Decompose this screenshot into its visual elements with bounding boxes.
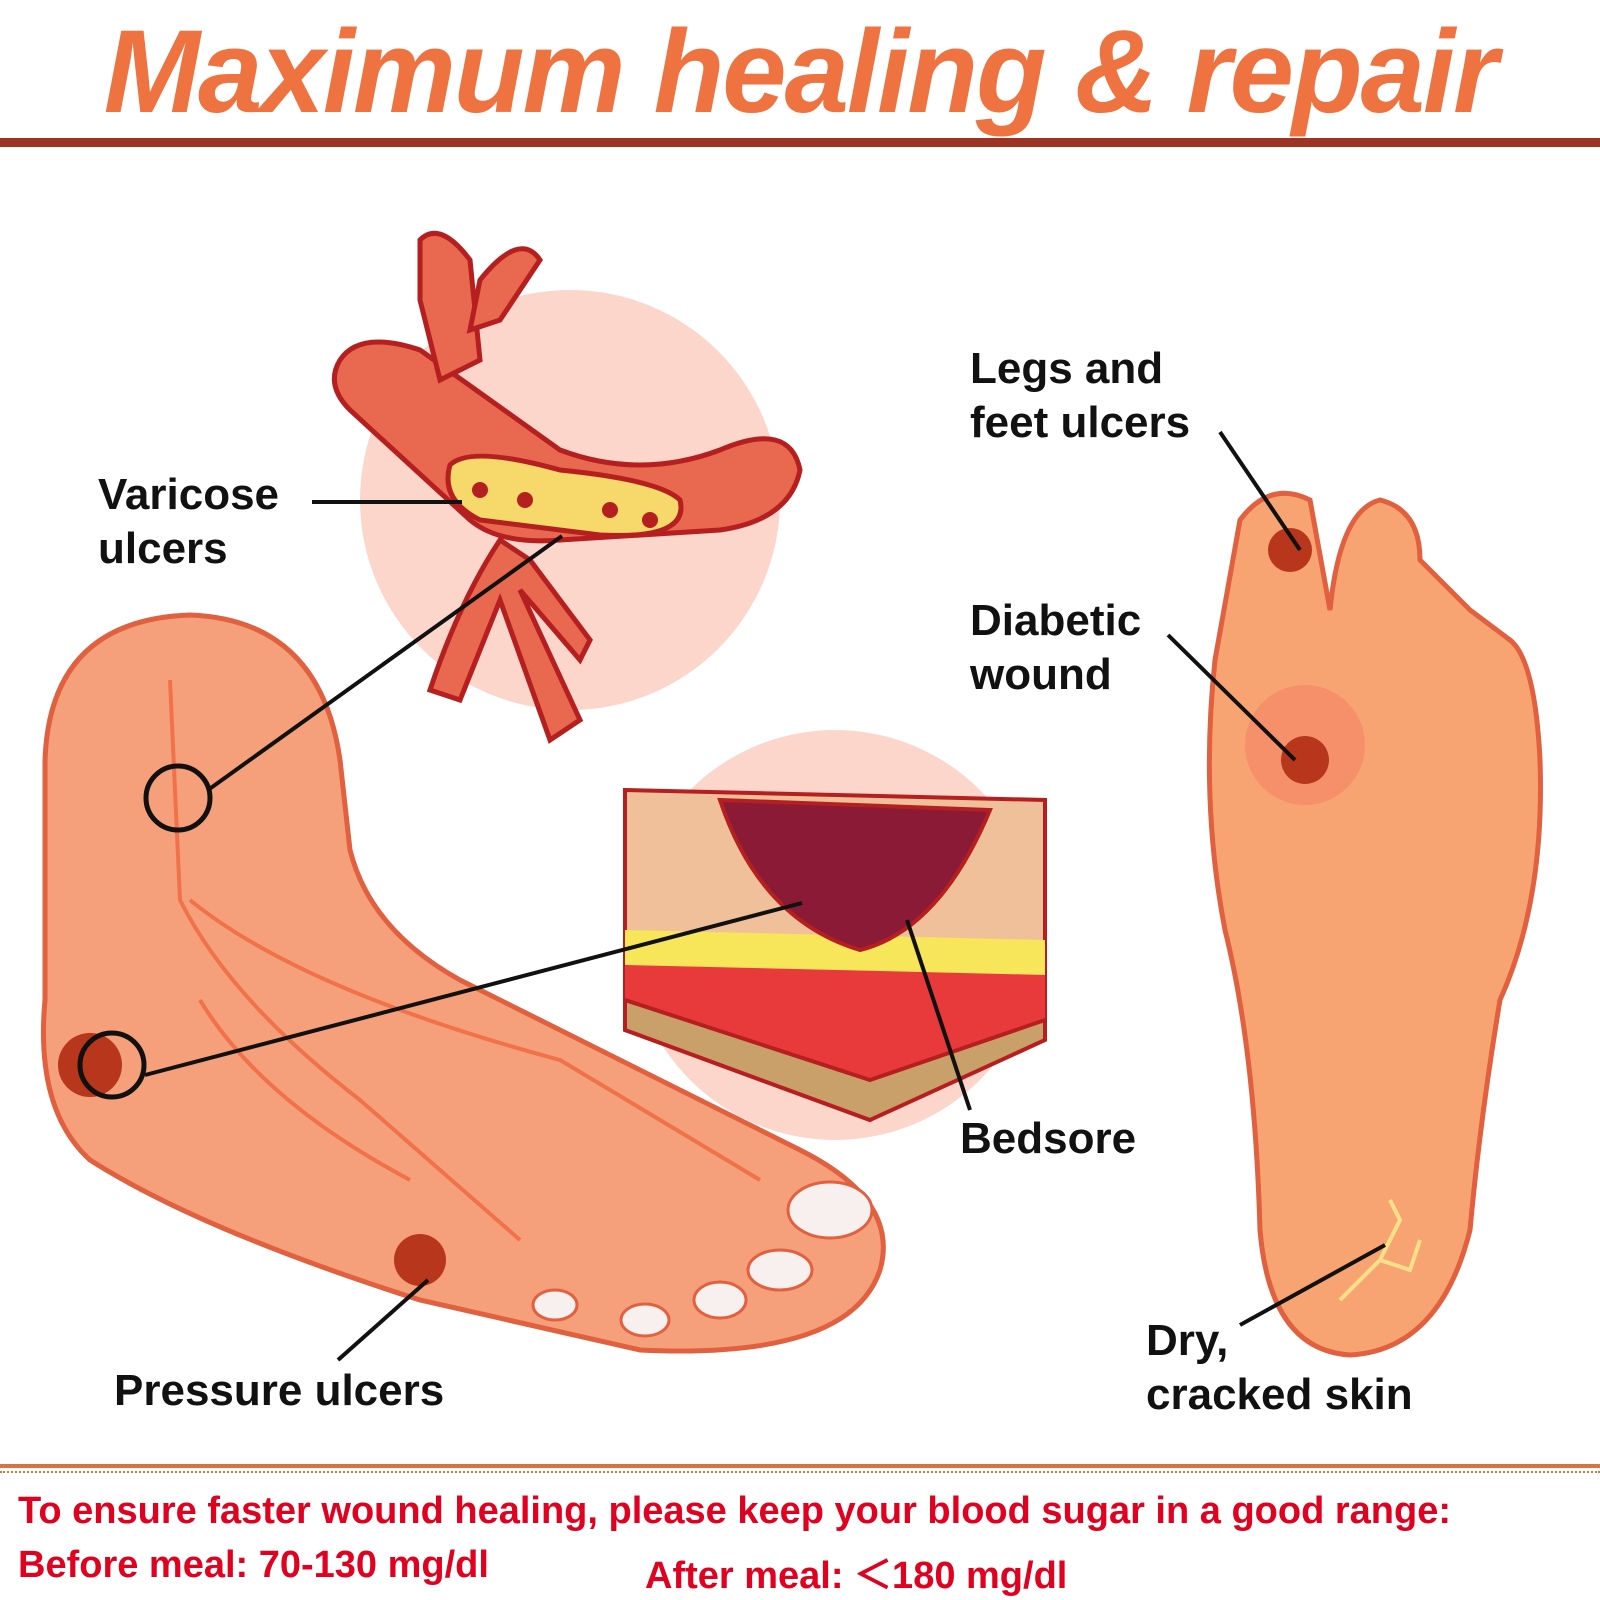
label-bedsore: Bedsore (960, 1114, 1137, 1163)
varicose-marker (143, 763, 213, 833)
bedsore-marker (77, 1030, 147, 1100)
after-meal-range: After meal: ＜180 mg/dl (645, 1555, 1068, 1597)
label-varicose-ulcers: Varicose ulcers (98, 470, 280, 573)
side-foot (40, 612, 886, 1354)
foot-sole (1206, 490, 1543, 1358)
toenails (531, 1180, 874, 1338)
heel-wound (58, 1033, 122, 1097)
blood-cells (472, 482, 658, 528)
skin-layers-icon (623, 787, 1047, 1123)
skin-cracks (1338, 1199, 1422, 1302)
label-diabetic-wound: Diabetic wound (970, 596, 1142, 699)
leader-lines (144, 430, 1386, 1362)
footer-dotted-line (0, 1471, 1600, 1473)
toe-ulcer (1268, 528, 1312, 572)
pressure-wound (394, 1234, 446, 1286)
diabetic-wound (1281, 736, 1329, 784)
label-dry-cracked-skin: Dry, cracked skin (1146, 1316, 1413, 1419)
title-divider (0, 138, 1600, 147)
label-legs-feet-ulcers: Legs and feet ulcers (970, 344, 1191, 447)
label-pressure-ulcers: Pressure ulcers (114, 1366, 445, 1415)
page-title: Maximum healing & repair (103, 6, 1498, 138)
before-meal-range: Before meal: 70-130 mg/dl (18, 1544, 489, 1586)
footer-divider (0, 1464, 1600, 1468)
blood-sugar-advice: To ensure faster wound healing, please k… (18, 1490, 1451, 1532)
vein-icon (331, 230, 803, 744)
foot-veins (168, 679, 762, 1242)
